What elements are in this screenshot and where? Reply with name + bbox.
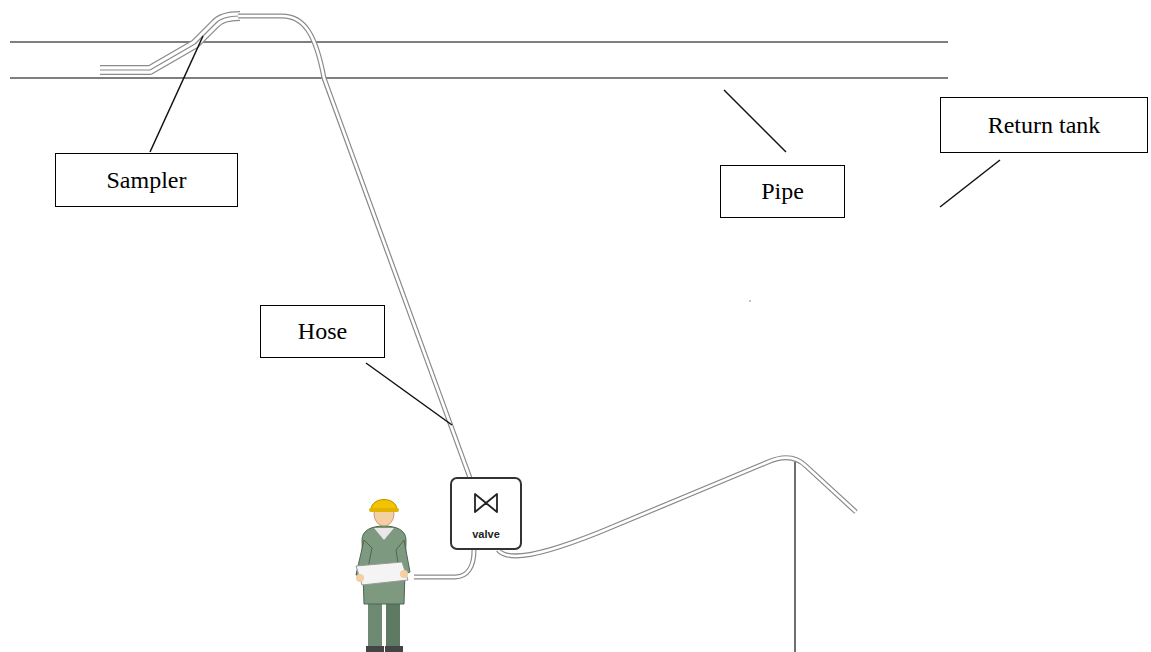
callout-box: Hose [260, 305, 385, 358]
valve-label: valve [472, 528, 500, 540]
leader-lines [150, 36, 1000, 425]
part-name: Hose [298, 318, 347, 344]
callout-box: Pipe [720, 165, 845, 218]
hose-line [238, 16, 470, 478]
worker-figure [356, 500, 410, 652]
tank-wall [794, 462, 795, 652]
part-name: Return tank [988, 112, 1101, 138]
sampler-probe [100, 16, 240, 70]
dot [749, 300, 751, 302]
callout-box: Return tank [940, 97, 1148, 153]
part-name: Pipe [761, 178, 804, 204]
pipe-wall [10, 41, 948, 42]
return-hose [498, 457, 856, 556]
callout-box: Sampler [55, 153, 238, 207]
valve-box: valve [450, 477, 522, 550]
part-name: Sampler [107, 167, 187, 193]
valve-symbol [451, 478, 521, 549]
pipe-wall [10, 77, 948, 78]
sample-hose [414, 550, 474, 577]
